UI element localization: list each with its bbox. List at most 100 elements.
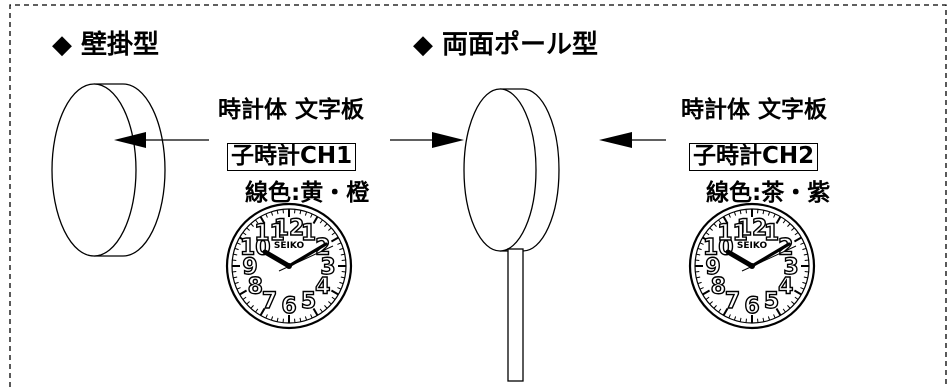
tick-mark	[733, 211, 737, 216]
tick-mark	[713, 305, 717, 309]
tick-mark	[310, 213, 313, 218]
tick-mark	[299, 317, 302, 322]
tick-mark	[699, 287, 704, 290]
clock-numeral: 6	[744, 294, 759, 319]
tick-mark	[718, 308, 722, 313]
tick-mark	[697, 247, 702, 251]
tick-mark	[312, 216, 319, 225]
tick-mark	[696, 276, 701, 279]
arrow-left-to-pole-clock	[599, 132, 666, 148]
tick-mark	[803, 276, 808, 279]
tick-mark	[802, 247, 807, 251]
tick-mark	[728, 213, 731, 218]
clock-numeral: 12	[737, 216, 768, 241]
tick-mark	[793, 289, 802, 296]
pole-clock-body	[463, 88, 560, 382]
clock-numeral: 6	[281, 294, 296, 319]
clock-numeral: 4	[315, 275, 330, 300]
tick-mark	[802, 281, 807, 285]
tick-mark	[242, 296, 247, 300]
tick-mark	[331, 232, 336, 236]
tick-mark	[259, 216, 266, 225]
tick-mark	[324, 223, 328, 227]
tick-mark	[319, 219, 323, 224]
tick-mark	[250, 305, 254, 309]
tick-mark	[739, 210, 742, 215]
clock-numeral: 11	[717, 221, 748, 246]
clock-numeral: 5	[764, 289, 779, 314]
tick-mark	[767, 316, 771, 321]
tick-mark	[299, 210, 302, 215]
clock-brand-logo: SEIKO	[737, 241, 768, 251]
tick-mark	[773, 213, 776, 218]
tick-mark	[337, 242, 342, 245]
tick-mark	[709, 301, 713, 305]
tick-mark	[255, 219, 259, 224]
tick-mark	[803, 253, 808, 256]
tick-mark	[234, 281, 239, 285]
wire-color-ch1-label: 線色:黄・橙	[245, 180, 370, 206]
clock-numeral: 2	[315, 236, 330, 261]
tick-mark	[319, 308, 323, 313]
clock-numeral: 9	[242, 255, 257, 280]
tick-mark	[265, 314, 268, 319]
tick-mark	[259, 307, 266, 316]
tick-mark	[787, 305, 791, 309]
tick-mark	[697, 281, 702, 285]
tick-mark	[250, 223, 254, 227]
tick-mark	[702, 236, 711, 243]
tick-mark	[782, 219, 786, 224]
tick-mark	[773, 314, 776, 319]
tick-mark	[775, 216, 782, 225]
clock-numeral: 3	[320, 255, 335, 280]
wall-mount-heading: ◆ 壁掛型	[52, 30, 160, 60]
clock-numeral: 8	[248, 275, 263, 300]
tick-mark	[340, 253, 345, 256]
tick-mark	[699, 242, 704, 245]
tick-mark	[767, 211, 771, 216]
tick-mark	[242, 232, 247, 236]
clock-brand-logo: SEIKO	[274, 241, 305, 251]
tick-mark	[255, 308, 259, 313]
clock-numeral: 11	[254, 221, 285, 246]
tick-mark	[775, 307, 782, 316]
tick-mark	[337, 287, 342, 290]
tick-mark	[331, 296, 336, 300]
tick-mark	[328, 227, 332, 231]
tick-mark	[705, 232, 710, 236]
clock-numeral: 7	[262, 289, 277, 314]
clock-numeral: 4	[778, 275, 793, 300]
tick-mark	[236, 287, 241, 290]
clock-numeral: 8	[711, 275, 726, 300]
tick-mark	[324, 305, 328, 309]
clock-numeral: 3	[783, 255, 798, 280]
tick-mark	[340, 276, 345, 279]
tick-mark	[265, 213, 268, 218]
clock-numeral: 7	[725, 289, 740, 314]
tick-mark	[739, 317, 742, 322]
double-sided-pole-heading: ◆ 両面ポール型	[413, 30, 599, 60]
tick-mark	[787, 223, 791, 227]
tick-mark	[733, 316, 737, 321]
clock-numeral: 12	[274, 216, 305, 241]
tick-mark	[234, 247, 239, 251]
wire-color-ch2-label: 線色:茶・紫	[706, 180, 831, 206]
tick-mark	[239, 289, 248, 296]
tick-mark	[276, 210, 279, 215]
clock-center-pin	[286, 263, 292, 269]
tick-mark	[239, 236, 248, 243]
tick-mark	[696, 253, 701, 256]
clock-numeral: 10	[240, 236, 271, 261]
tick-mark	[270, 316, 274, 321]
tick-mark	[722, 216, 729, 225]
tick-mark	[330, 236, 339, 243]
arrow-right-to-pole-clock	[390, 132, 464, 148]
tick-mark	[800, 242, 805, 245]
wall-clock-body	[51, 83, 166, 257]
tick-mark	[276, 317, 279, 322]
clock-numeral: 2	[778, 236, 793, 261]
